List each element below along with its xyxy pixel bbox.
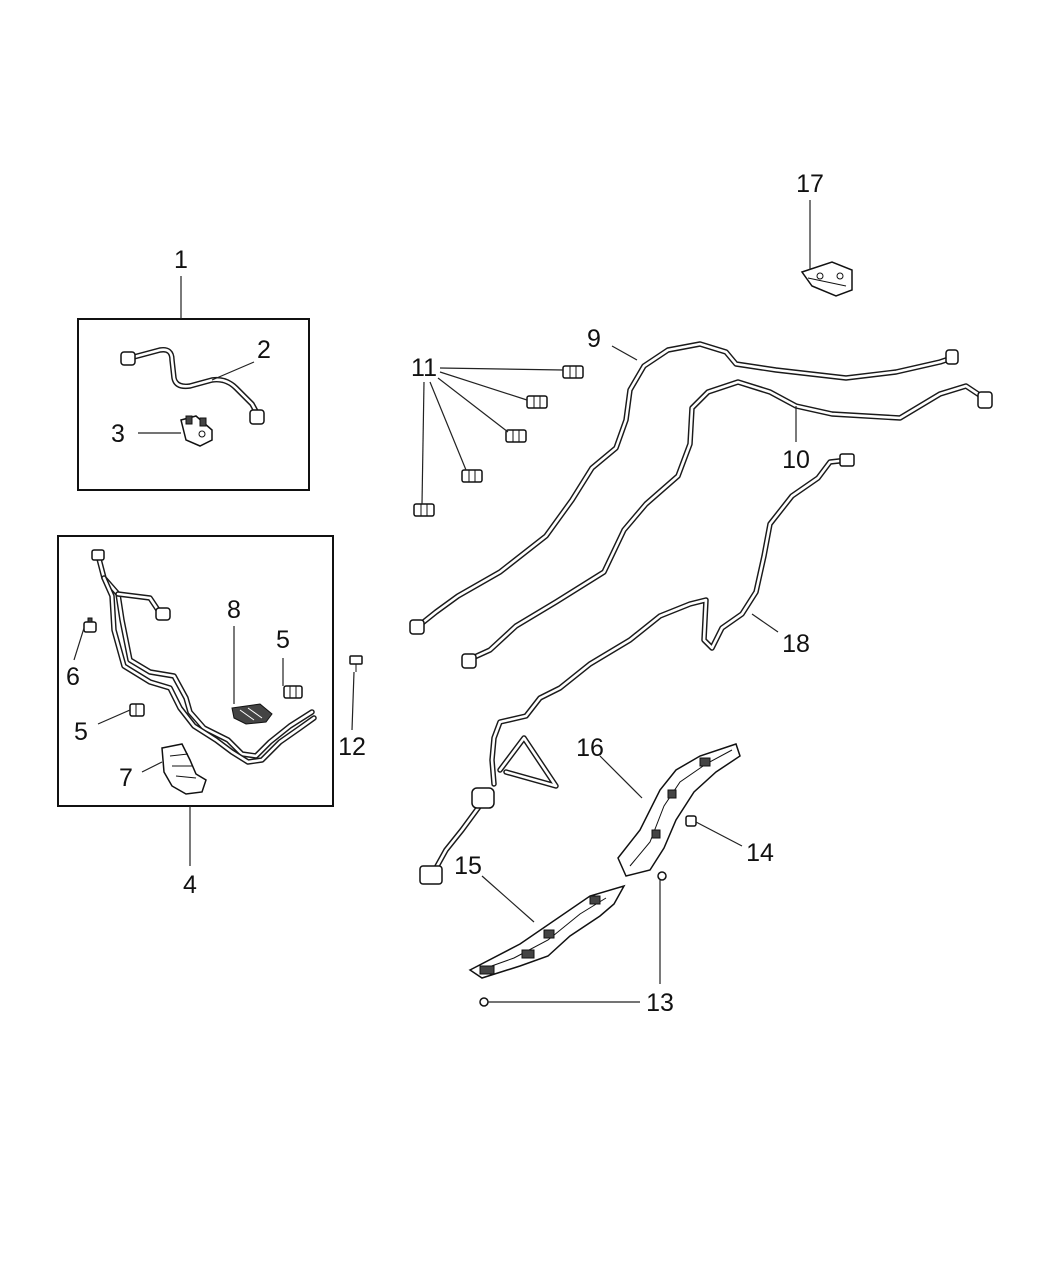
leader-14 — [695, 821, 743, 847]
leader-11b — [439, 371, 528, 401]
group-4-frame — [57, 535, 334, 807]
callout-5b: 5 — [74, 718, 88, 746]
part-12-bolt — [349, 655, 363, 672]
callout-4: 4 — [183, 871, 197, 899]
callout-7: 7 — [119, 764, 133, 792]
callout-10: 10 — [782, 446, 810, 474]
leader-11e — [421, 381, 425, 505]
part-8-shield — [231, 703, 273, 725]
part-3-bracket — [180, 415, 213, 447]
part-11-clip-3 — [505, 429, 527, 443]
leader-9 — [611, 345, 638, 361]
callout-6: 6 — [66, 663, 80, 691]
part-11-clip-5 — [413, 503, 435, 517]
part-13-nut-b — [657, 871, 667, 881]
leader-5b — [97, 709, 131, 725]
group-1-frame — [77, 318, 310, 491]
part-11-clip-4 — [461, 469, 483, 483]
part-11-clip-2 — [526, 395, 548, 409]
leader-16 — [599, 755, 643, 799]
leader-6 — [73, 627, 85, 661]
part-4-tube-assembly — [91, 549, 317, 765]
leader-11a — [439, 367, 564, 371]
leader-12 — [351, 671, 355, 731]
leader-15 — [481, 875, 535, 923]
callout-12: 12 — [338, 733, 366, 761]
leader-11d — [429, 381, 467, 471]
part-17-bracket — [800, 261, 853, 297]
part-18-tube — [419, 453, 855, 885]
leader-2 — [211, 361, 255, 381]
part-2-tube — [120, 346, 265, 425]
callout-17: 17 — [796, 170, 824, 198]
leader-7 — [141, 761, 163, 773]
part-9-tube — [409, 341, 959, 635]
part-7-shield — [161, 743, 207, 795]
part-5-clip-a — [283, 685, 303, 699]
callout-9: 9 — [587, 325, 601, 353]
callout-2: 2 — [257, 336, 271, 364]
part-14-nut — [685, 815, 697, 827]
part-6-clip — [83, 617, 97, 633]
callout-16: 16 — [576, 734, 604, 762]
callout-5a: 5 — [276, 626, 290, 654]
callout-18: 18 — [782, 630, 810, 658]
callout-3: 3 — [111, 420, 125, 448]
callout-15: 15 — [454, 852, 482, 880]
callout-8: 8 — [227, 596, 241, 624]
leader-11c — [437, 377, 509, 433]
leader-18 — [751, 613, 779, 633]
part-15-shield — [468, 884, 626, 979]
callout-1: 1 — [174, 246, 188, 274]
callout-13: 13 — [646, 989, 674, 1017]
part-13-nut-a — [479, 997, 489, 1007]
part-11-clip-1 — [562, 365, 584, 379]
part-10-tube — [461, 379, 993, 669]
part-16-shield — [617, 743, 741, 877]
callout-11: 11 — [411, 354, 437, 382]
callout-14: 14 — [746, 839, 774, 867]
part-5-clip-b — [129, 703, 145, 717]
